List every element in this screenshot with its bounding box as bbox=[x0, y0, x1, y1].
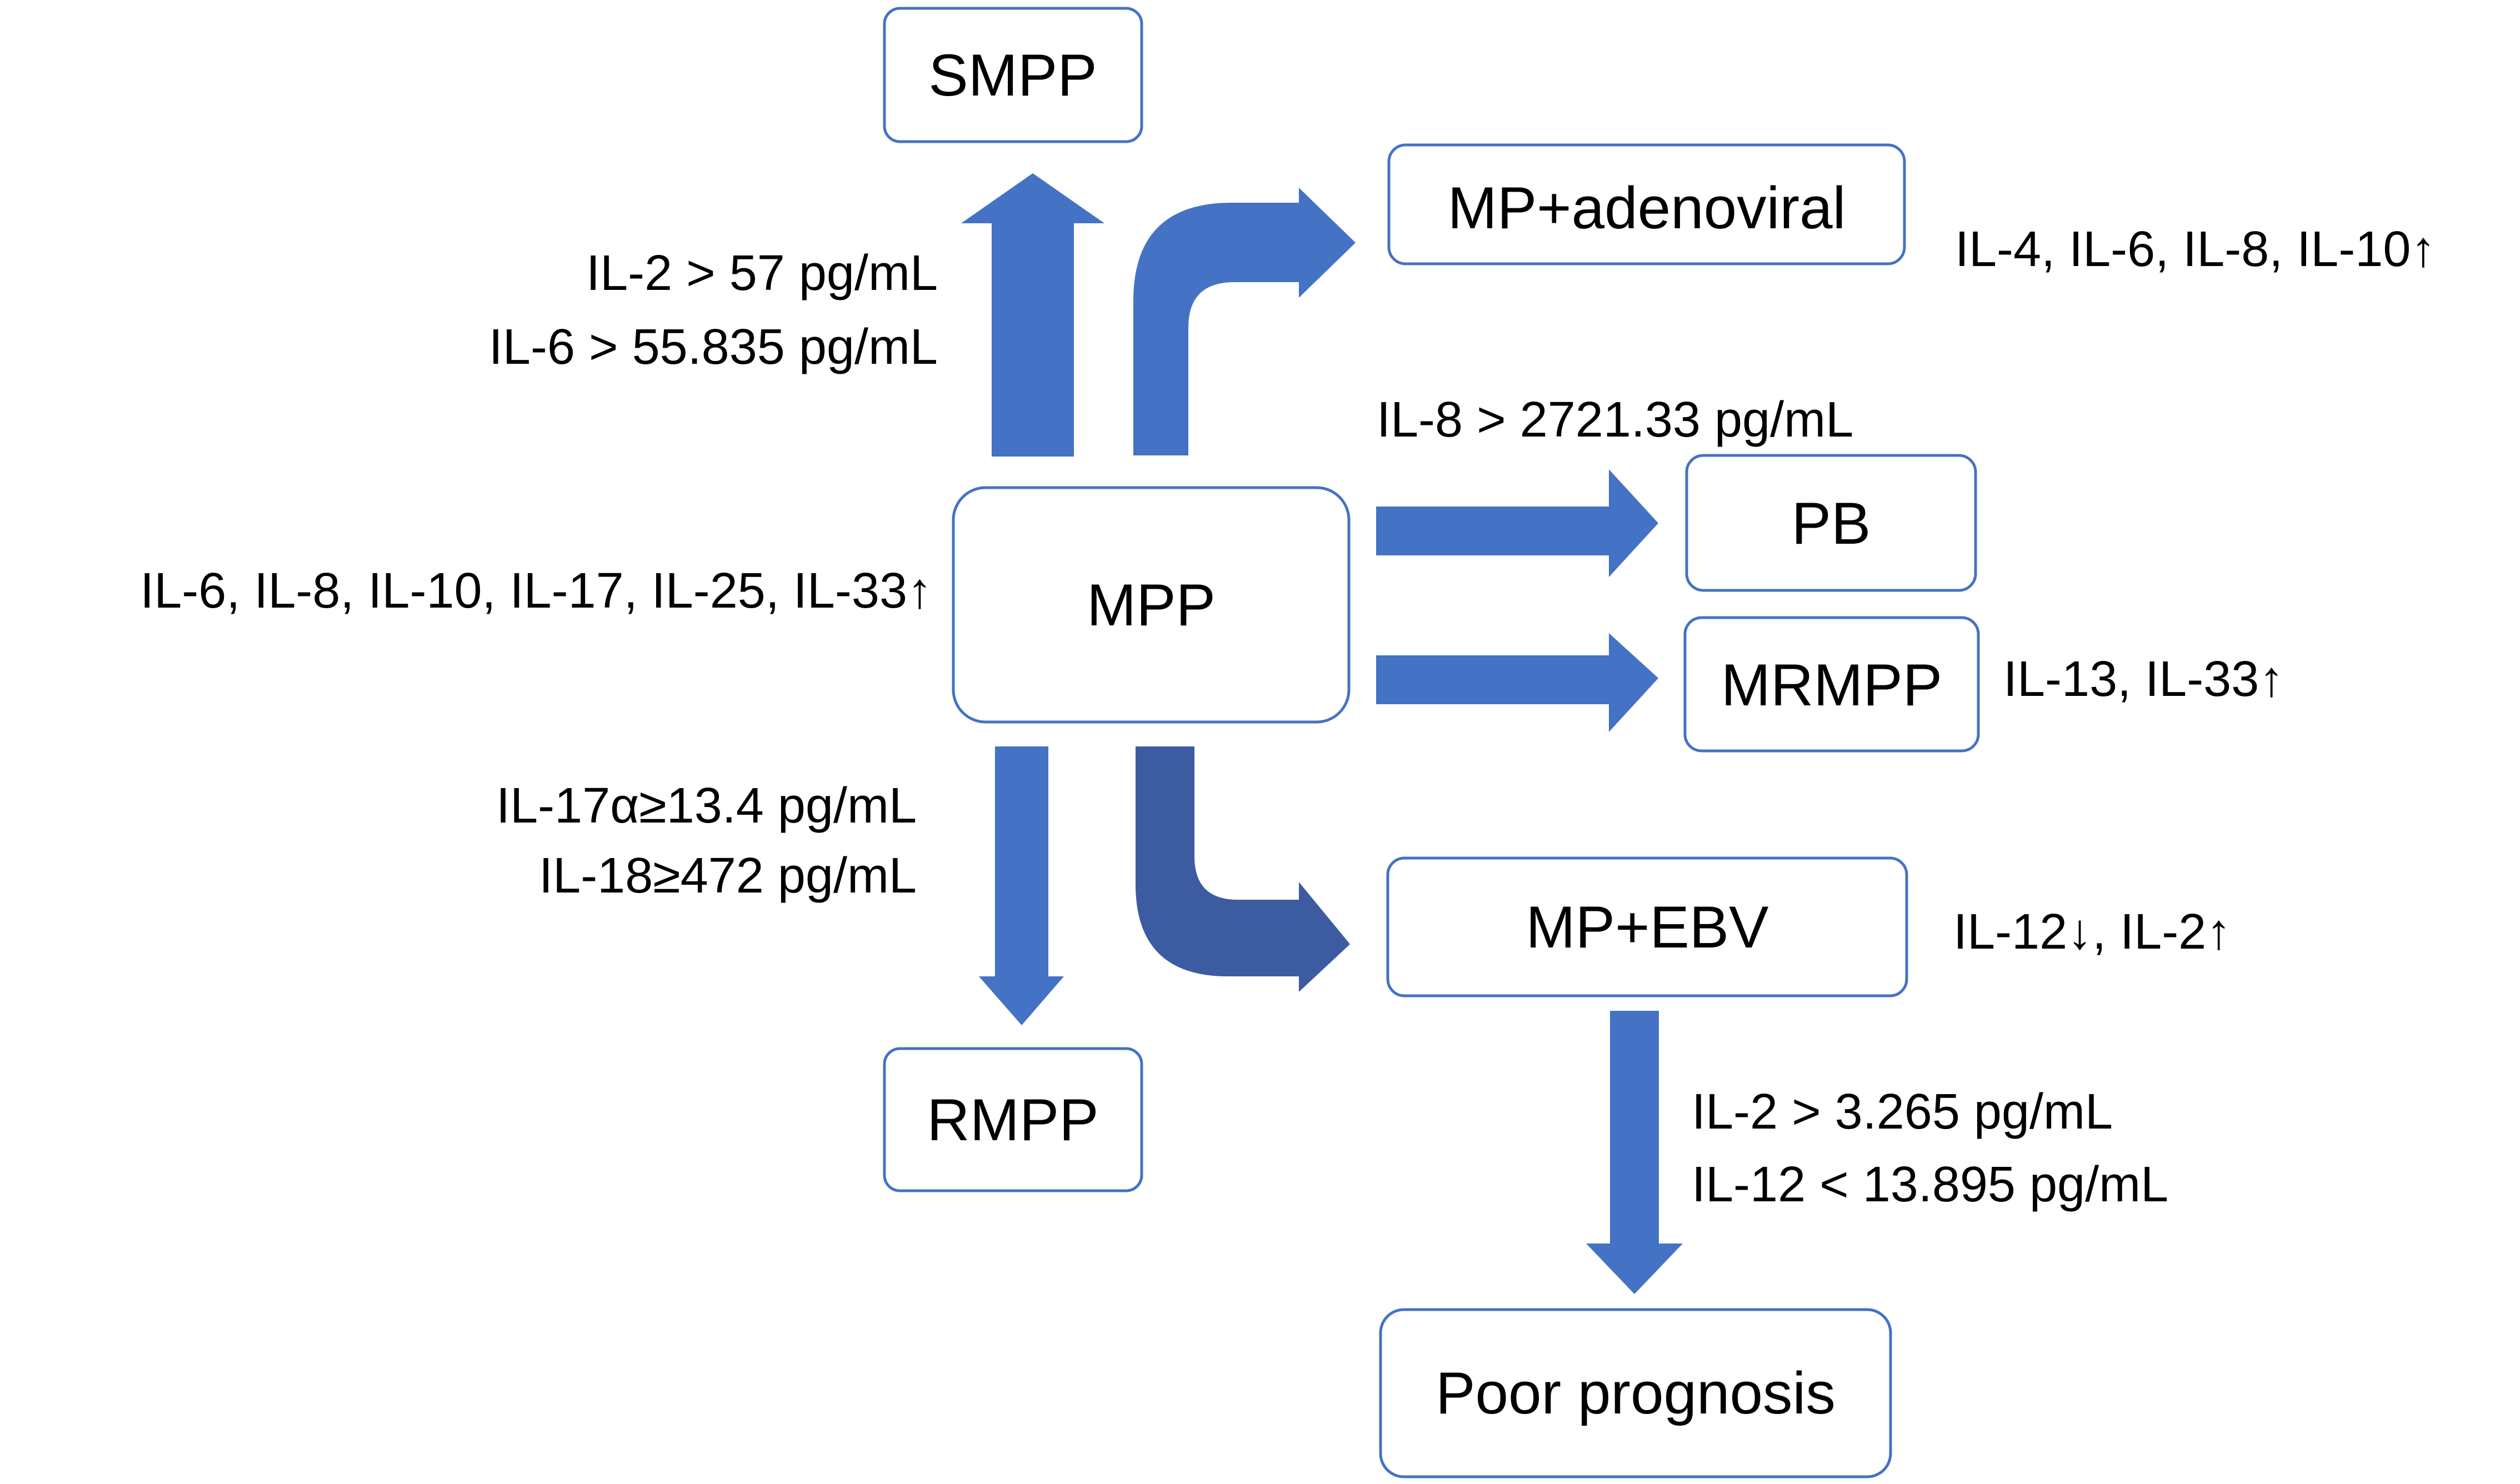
arrow-to-pb bbox=[1376, 469, 1658, 577]
rmpp-threshold-2: IL-18≥472 pg/mL bbox=[539, 848, 917, 904]
prognosis-threshold-2: IL-12 < 13.895 pg/mL bbox=[1692, 1157, 2168, 1212]
smpp-threshold-1: IL-2 > 57 pg/mL bbox=[586, 245, 938, 301]
mp-ebv-box bbox=[1386, 856, 1908, 997]
mp-ebv-label: MP+EBV bbox=[1526, 894, 1768, 960]
mpp-markers-label: IL-6, IL-8, IL-10, IL-17, IL-25, IL-33↑ bbox=[140, 563, 932, 619]
arrow-to-rmpp bbox=[979, 746, 1064, 1025]
mp-adenoviral-label: MP+adenoviral bbox=[1448, 174, 1846, 241]
poor-prognosis-box bbox=[1379, 1308, 1892, 1478]
adenoviral-markers-label: IL-4, IL-6, IL-8, IL-10↑ bbox=[1955, 222, 2436, 277]
rmpp-box bbox=[883, 1047, 1143, 1192]
mp-adenoviral-box bbox=[1387, 143, 1906, 265]
smpp-label: SMPP bbox=[928, 42, 1097, 108]
ebv-markers-label: IL-12↓, IL-2↑ bbox=[1953, 904, 2231, 960]
mpp-box bbox=[952, 486, 1351, 724]
rmpp-label: RMPP bbox=[927, 1086, 1098, 1153]
arrow-to-mp-ebv bbox=[1136, 746, 1350, 992]
pb-box bbox=[1685, 454, 1977, 592]
arrow-to-poor-prognosis bbox=[1586, 1011, 1683, 1294]
prognosis-threshold-1: IL-2 > 3.265 pg/mL bbox=[1692, 1084, 2113, 1140]
smpp-box bbox=[883, 7, 1143, 143]
arrow-to-mrmpp bbox=[1376, 633, 1658, 732]
arrow-to-smpp bbox=[961, 173, 1104, 457]
pb-threshold-label: IL-8 > 2721.33 pg/mL bbox=[1377, 392, 1853, 448]
mrmpp-markers-label: IL-13, IL-33↑ bbox=[2003, 651, 2284, 707]
smpp-threshold-2: IL-6 > 55.835 pg/mL bbox=[489, 319, 938, 375]
rmpp-threshold-1: IL-17α≥13.4 pg/mL bbox=[496, 778, 917, 834]
arrow-to-mp-adenoviral bbox=[1133, 188, 1356, 455]
mrmpp-label: MRMPP bbox=[1721, 651, 1942, 718]
mrmpp-box bbox=[1683, 616, 1980, 753]
poor-prognosis-label: Poor prognosis bbox=[1436, 1360, 1836, 1426]
mpp-label: MPP bbox=[1087, 571, 1216, 638]
pb-label: PB bbox=[1792, 490, 1871, 556]
